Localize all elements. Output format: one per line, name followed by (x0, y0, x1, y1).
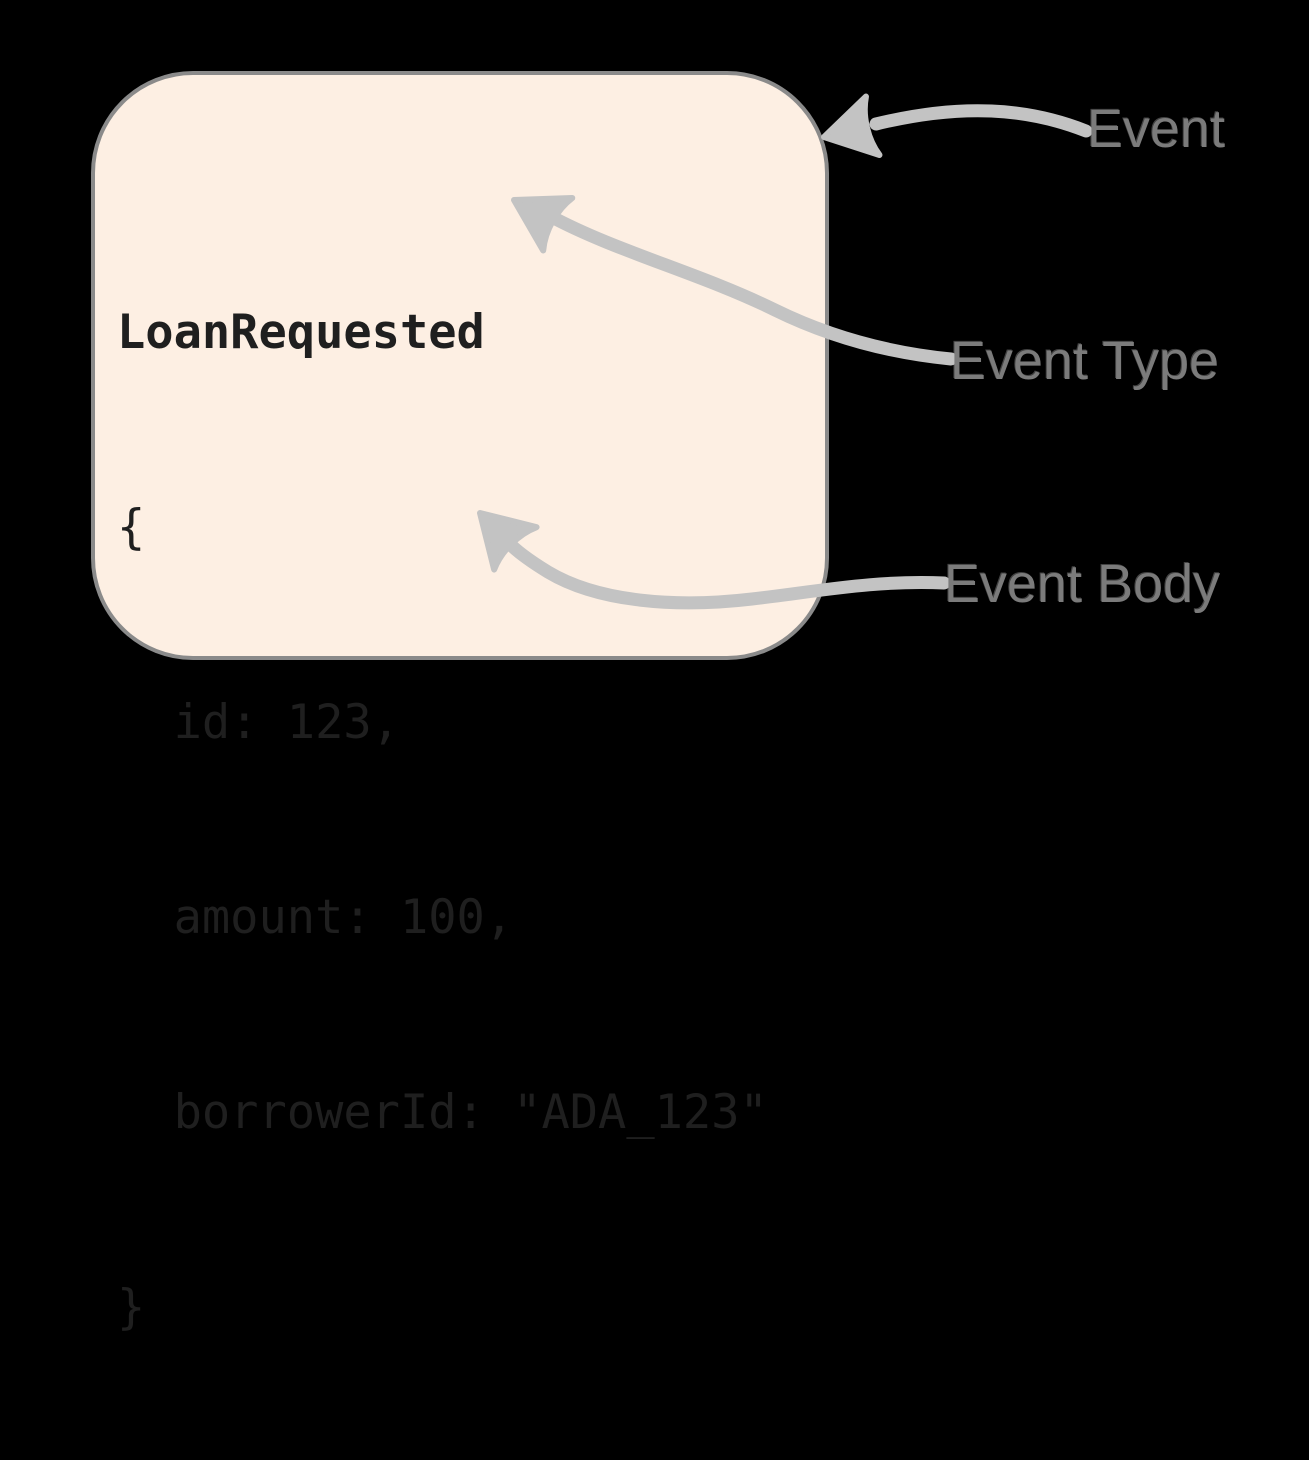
event-body-line: { (117, 500, 146, 555)
event-arrow-line (869, 104, 1093, 138)
event-body-line: borrowerId: "ADA_123" (117, 1085, 768, 1140)
diagram-background: LoanRequested { id: 123, amount: 100, bo… (91, 71, 1226, 1335)
event-type-label: Event Type (950, 331, 1220, 391)
event-code-block: LoanRequested { id: 123, amount: 100, bo… (117, 170, 768, 1460)
event-type-name: LoanRequested (117, 305, 485, 360)
event-body-line: amount: 100, (117, 890, 514, 945)
event-body-line: } (117, 1280, 146, 1335)
diagram-canvas: { "diagram": { "event_card": { "event_ty… (91, 71, 1226, 1335)
event-body-line: id: 123, (117, 695, 400, 750)
event-label: Event (1087, 99, 1226, 159)
event-body-label: Event Body (944, 554, 1221, 614)
